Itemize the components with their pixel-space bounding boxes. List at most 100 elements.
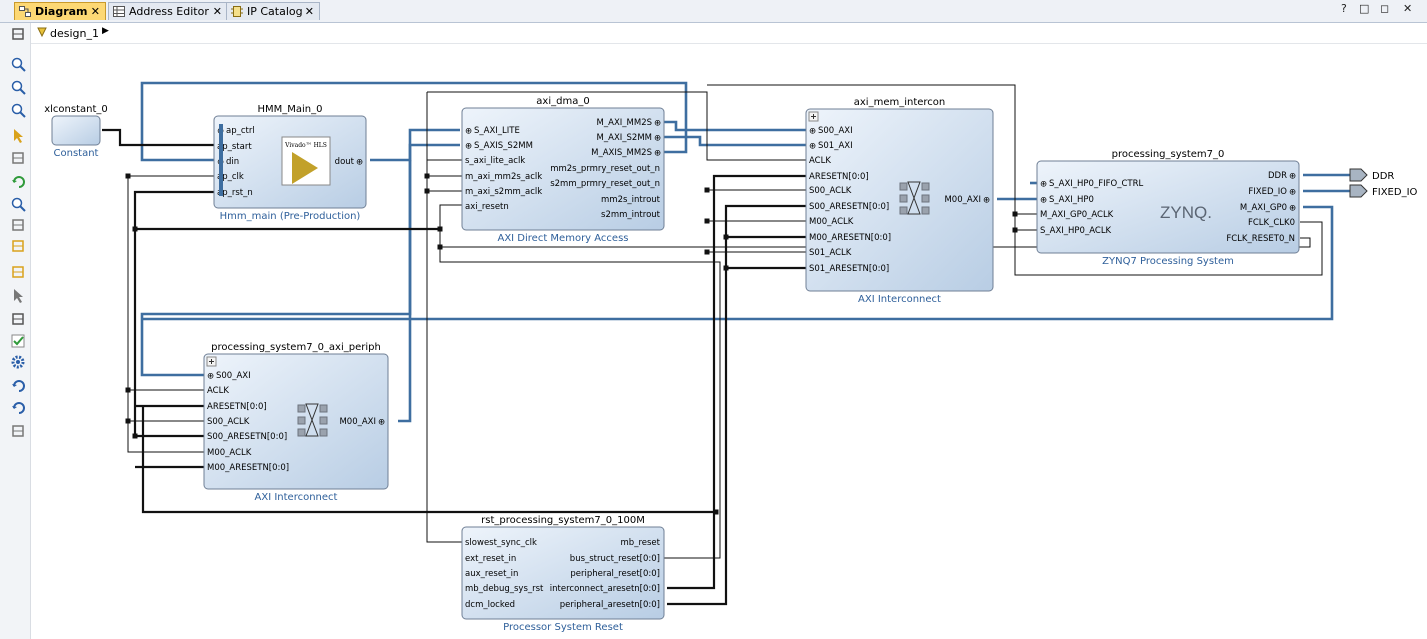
bus-port-icon[interactable]: ⊕ xyxy=(809,127,816,137)
hmm-dout-bus[interactable] xyxy=(370,143,460,162)
grid-icon xyxy=(113,5,125,17)
align-icon[interactable] xyxy=(10,217,28,235)
pointer-icon[interactable] xyxy=(10,287,28,305)
bus-port-icon[interactable]: ⊕ xyxy=(809,142,816,152)
zoom-fit-icon[interactable] xyxy=(10,102,28,120)
port-label: M_AXI_GP0_ACLK xyxy=(1040,210,1114,220)
axis-mm2s-bus[interactable] xyxy=(140,81,688,154)
settings-icon[interactable] xyxy=(10,354,28,372)
close-icon[interactable]: ✕ xyxy=(304,5,314,18)
bus-port-icon[interactable]: ⊕ xyxy=(1040,196,1047,206)
diagram-toolbar xyxy=(0,23,31,639)
wire-layer[interactable] xyxy=(102,81,1350,606)
close-icon[interactable]: ✕ xyxy=(90,5,100,18)
port-label: mm2s_introut xyxy=(601,195,661,205)
block-body[interactable] xyxy=(461,107,665,231)
port-label: bus_struct_reset[0:0] xyxy=(570,554,660,564)
bus-port-icon[interactable]: ⊕ xyxy=(654,134,661,144)
help-icon[interactable]: ? xyxy=(1341,2,1347,15)
close-icon[interactable]: ✕ xyxy=(1403,2,1413,15)
layout-icon[interactable] xyxy=(10,423,28,441)
minimize-icon[interactable]: □ xyxy=(1359,2,1370,15)
tab-label: IP Catalog xyxy=(247,5,303,18)
clk-net[interactable] xyxy=(426,92,462,161)
expand-icon-glyph xyxy=(209,359,214,364)
restore-icon[interactable]: ◻ xyxy=(1380,2,1390,15)
m-axi-gp0-bus[interactable] xyxy=(142,205,1334,321)
component-icon[interactable] xyxy=(10,311,28,329)
net-junction xyxy=(1012,227,1018,233)
interconnect-aresetn-net[interactable] xyxy=(667,174,808,590)
add-ip-icon[interactable] xyxy=(10,264,28,282)
external-port-ddr[interactable]: DDR xyxy=(1349,168,1394,182)
mm2s-to-s00-bus[interactable] xyxy=(660,120,808,132)
bus-port-icon[interactable]: ⊕ xyxy=(654,119,661,129)
bus-port-icon[interactable]: ⊕ xyxy=(356,158,363,168)
select-icon[interactable] xyxy=(10,127,28,145)
clk-net[interactable] xyxy=(426,160,462,543)
net-junction xyxy=(704,218,710,224)
tab-ip-catalog[interactable]: IP Catalog ✕ xyxy=(226,2,320,20)
block-body[interactable] xyxy=(1036,160,1300,254)
validate-icon[interactable] xyxy=(10,333,28,351)
block-title: axi_mem_intercon xyxy=(854,97,946,108)
regenerate-icon[interactable] xyxy=(10,377,28,395)
tab-address-editor[interactable]: Address Editor ✕ xyxy=(108,2,228,20)
bus-port-icon[interactable]: ⊕ xyxy=(1289,172,1296,182)
net-junction xyxy=(125,173,131,179)
zynq-logo: ZYNQ. xyxy=(1160,203,1212,222)
zoom-in-icon[interactable] xyxy=(10,56,28,74)
clk-net[interactable] xyxy=(427,91,808,161)
block-subtitle: AXI Interconnect xyxy=(255,492,338,503)
block-title: processing_system7_0 xyxy=(1112,149,1225,160)
bus-port-icon[interactable]: ⊕ xyxy=(1289,204,1296,214)
fclk-clk0-net[interactable] xyxy=(707,84,1323,276)
expand-icon[interactable] xyxy=(10,238,28,256)
rotate-icon[interactable] xyxy=(10,399,28,417)
bus-port-icon[interactable]: ⊕ xyxy=(207,372,214,382)
port-label: S00_ARESETN[0:0] xyxy=(207,432,287,442)
tab-label: Address Editor xyxy=(129,5,209,18)
block-body[interactable] xyxy=(51,115,101,146)
hierarchy-up-icon[interactable] xyxy=(10,26,28,44)
tab-diagram[interactable]: Diagram ✕ xyxy=(14,2,106,20)
block-subtitle: Hmm_main (Pre-Production) xyxy=(220,211,361,222)
constant-wire[interactable] xyxy=(102,128,227,147)
bus-port-icon[interactable]: ⊕ xyxy=(1289,188,1296,198)
periph-m00-bus[interactable] xyxy=(398,128,460,423)
clk-net[interactable] xyxy=(127,176,205,453)
block-body[interactable] xyxy=(203,353,389,490)
bus-port-icon[interactable]: ⊕ xyxy=(983,196,990,206)
chevron-right-icon[interactable]: ▶ xyxy=(102,26,109,36)
peripheral-aresetn-net[interactable] xyxy=(667,204,808,606)
aresetn-net[interactable] xyxy=(133,190,227,229)
refresh-icon[interactable] xyxy=(10,173,28,191)
hmm-din-bus[interactable] xyxy=(140,130,227,162)
external-port-fixed_io[interactable]: FIXED_IO xyxy=(1349,184,1418,198)
bus-port-icon[interactable]: ⊕ xyxy=(378,418,385,428)
bus-port-icon[interactable]: ⊕ xyxy=(1040,180,1047,190)
net-junction xyxy=(132,433,138,439)
move-icon[interactable] xyxy=(10,150,28,168)
search-icon[interactable] xyxy=(10,196,28,214)
bus-port-icon[interactable]: ⊕ xyxy=(465,142,472,152)
bus-port-icon[interactable]: ⊕ xyxy=(465,127,472,137)
aresetn-net[interactable] xyxy=(141,467,716,514)
block-body[interactable] xyxy=(461,526,665,620)
net-junction xyxy=(704,187,710,193)
breadcrumb-design[interactable]: design_1 xyxy=(50,27,99,40)
port-label: M00_AXI xyxy=(339,417,376,427)
close-icon[interactable]: ✕ xyxy=(212,5,222,18)
mm2s-s2mm-bus[interactable] xyxy=(660,135,808,147)
zoom-out-icon[interactable] xyxy=(10,79,28,97)
bus-port-icon[interactable]: ⊕ xyxy=(654,149,661,159)
